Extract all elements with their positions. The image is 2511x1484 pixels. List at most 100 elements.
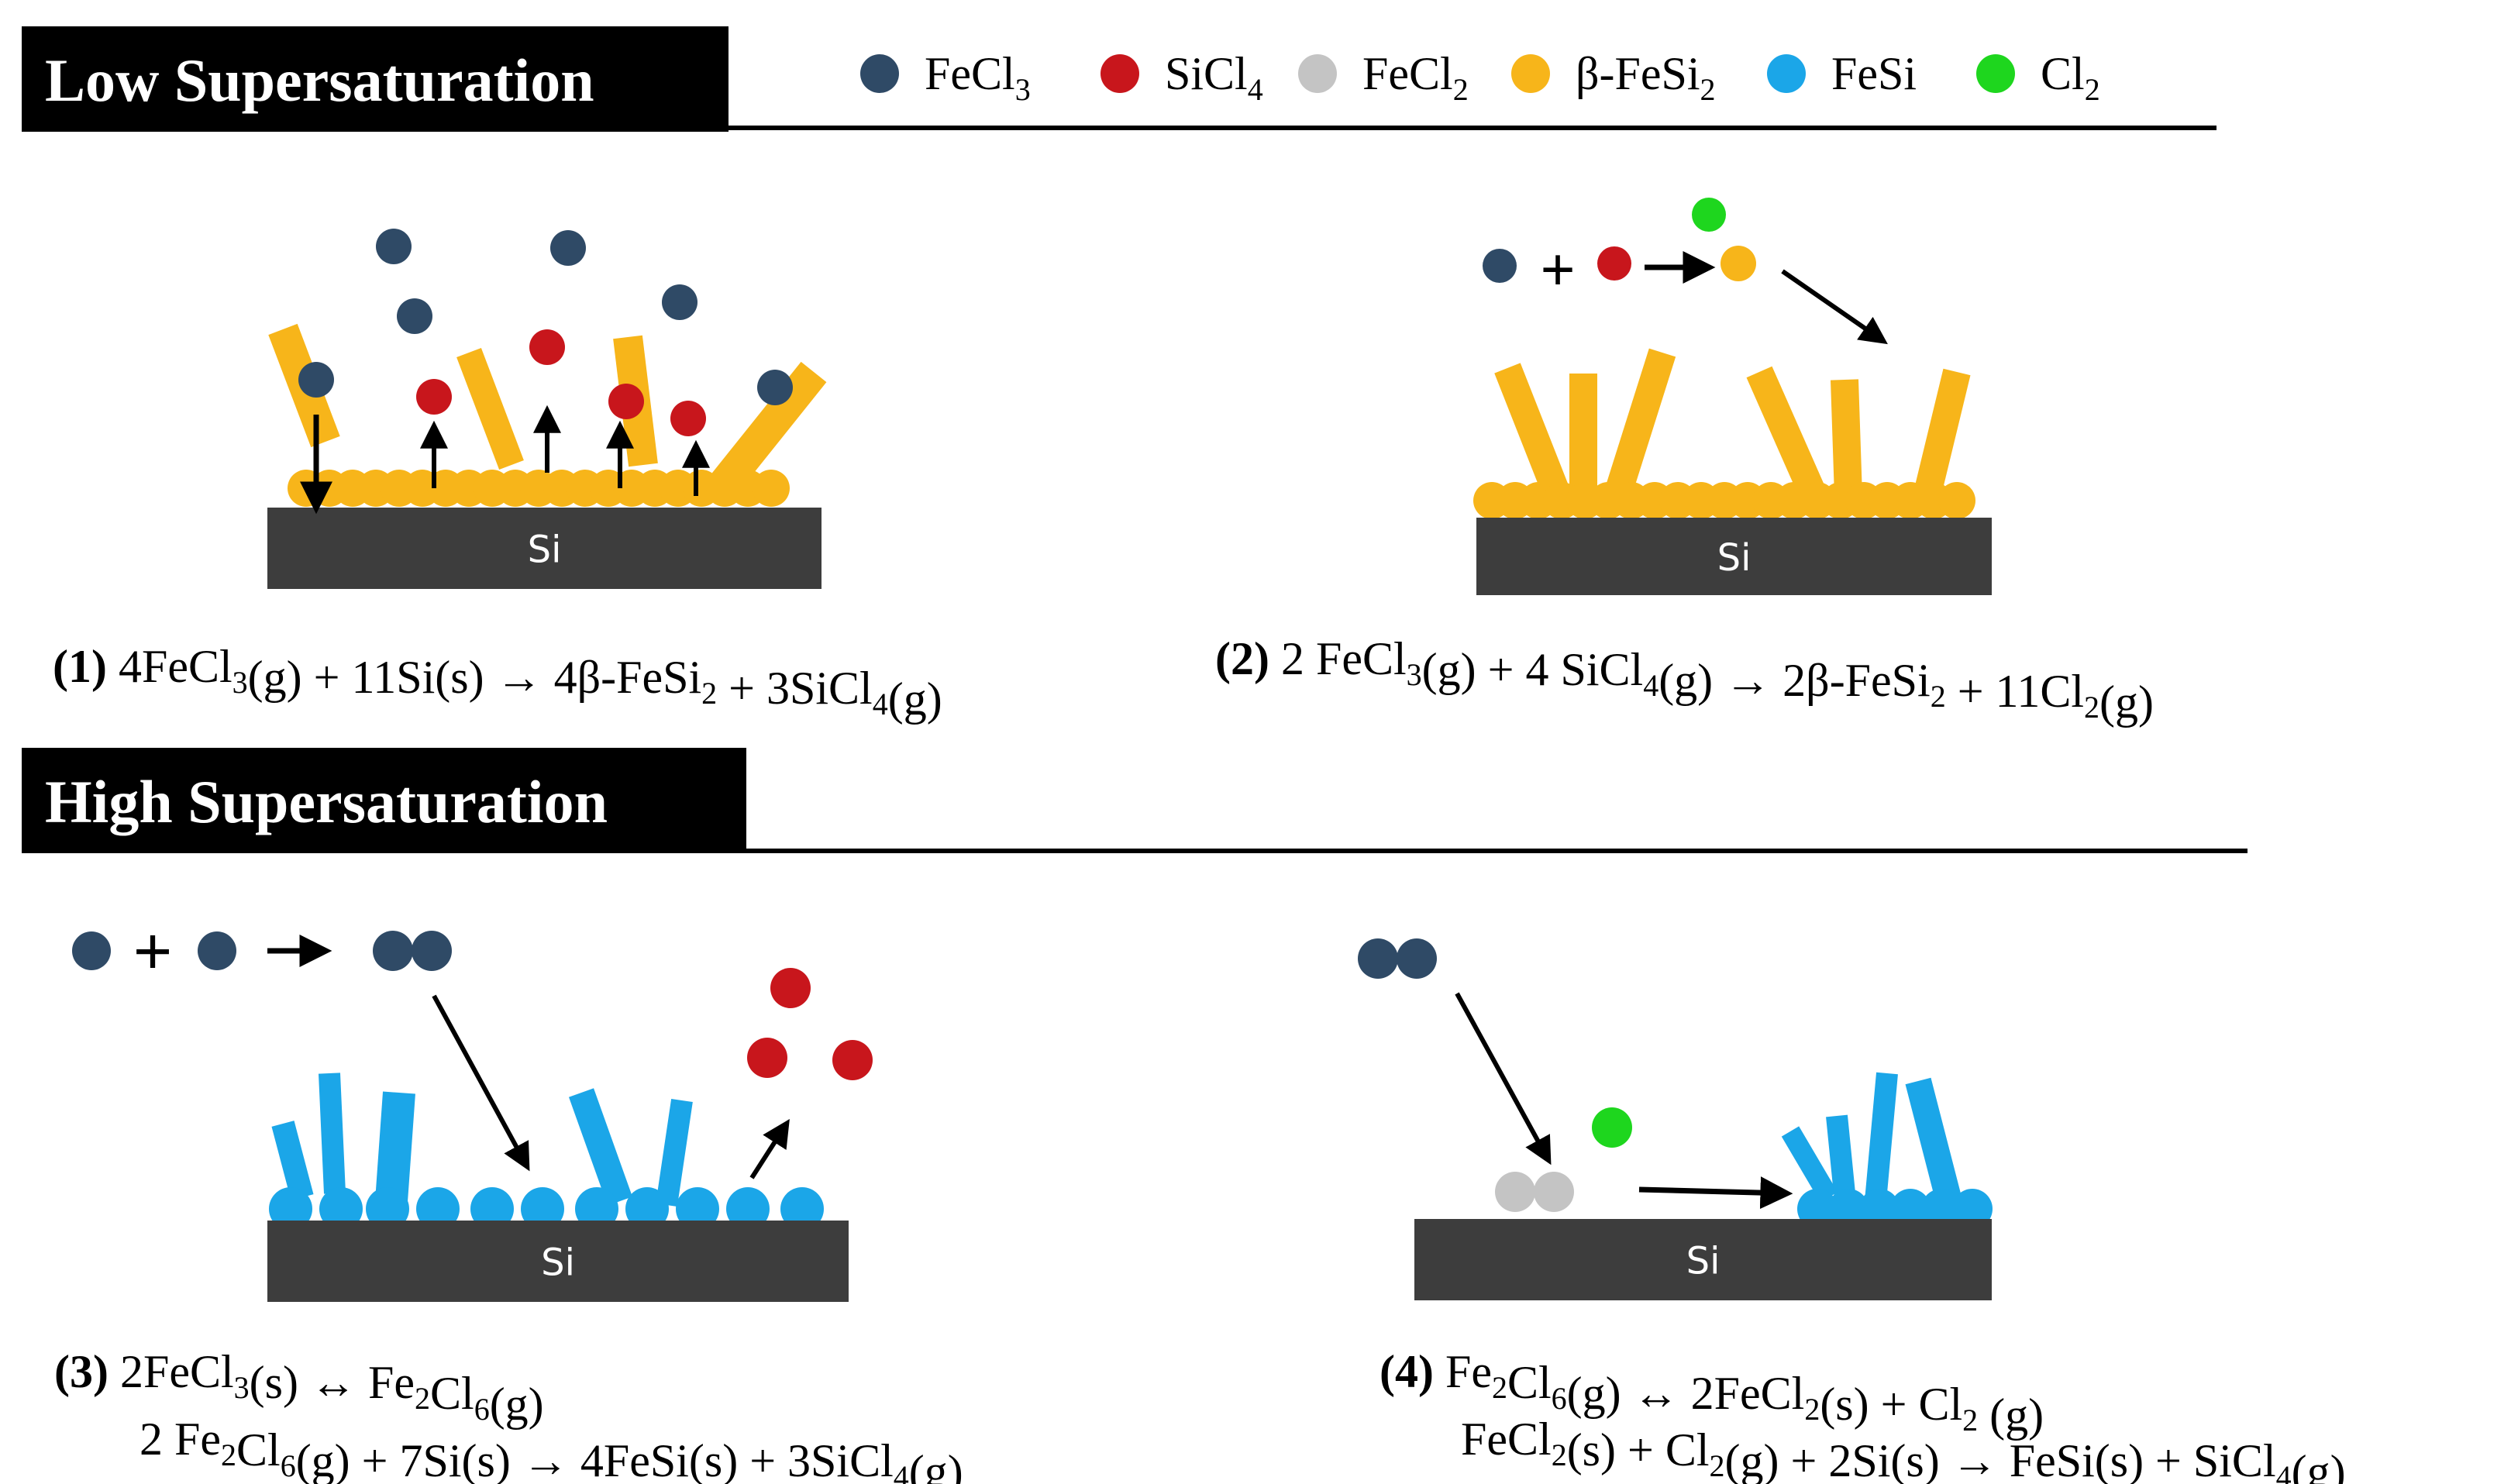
nanowire-rod <box>568 1088 633 1206</box>
legend-item-cl2: Cl2 <box>1976 48 2100 107</box>
sicl4-particle <box>416 379 452 415</box>
nanowire-rod <box>1912 368 1971 504</box>
legend-label-sicl4: SiCl4 <box>1165 48 1263 107</box>
legend-swatch-cl2 <box>1976 54 2015 93</box>
legend-item-fecl3: FeCl3 <box>860 48 1031 107</box>
fecl3-particle <box>198 931 236 970</box>
si-substrate-label: Si <box>541 1241 575 1285</box>
cl2-product <box>1692 198 1726 232</box>
equation-4a: (4) Fe2Cl6(g) ↔ 2FeCl2(s) + Cl2 (g) <box>1380 1346 2044 1441</box>
migration-arrow <box>1638 1176 1793 1210</box>
high-banner <box>22 748 746 853</box>
plus-sign: + <box>1540 236 1576 305</box>
fecl3-particle <box>376 229 412 264</box>
fecl3-particle <box>662 284 698 320</box>
legend-swatch-beta_fesi2 <box>1511 54 1550 93</box>
equation-3b: 2 Fe2Cl6(g) + 7Si(s) → 4FeSi(s) + 3SiCl4… <box>140 1413 963 1484</box>
nanowire-rod <box>1494 363 1571 501</box>
panel-4-high-fecl2-reaction: Si <box>1358 938 1993 1300</box>
fecl3-particle <box>72 931 111 970</box>
fecl2-particle <box>1495 1172 1535 1212</box>
panel-3-high-dimer-reaction: + Si <box>72 914 873 1302</box>
beta-fesi2-grain <box>1938 482 1975 519</box>
si-substrate <box>267 508 822 589</box>
nanowire-rod <box>1781 1126 1838 1203</box>
fecl3-particle <box>1483 249 1517 283</box>
nanowire-rod <box>1905 1077 1962 1205</box>
low-supersaturation-header: Low Supersaturation <box>22 26 2216 132</box>
nanowire-rod <box>1826 1114 1855 1195</box>
panel-2-low-gas-reaction: + Si <box>1473 198 1992 595</box>
fe2cl6-dimer-right <box>1397 938 1437 979</box>
si-substrate-label: Si <box>1686 1240 1720 1283</box>
equation-3a: (3) 2FeCl3(s) ↔ Fe2Cl6(g) <box>54 1346 544 1430</box>
fesi-grain <box>319 1187 363 1231</box>
legend-label-fecl3: FeCl3 <box>925 48 1031 107</box>
fesi-grain <box>521 1187 564 1231</box>
sicl4-particle <box>529 329 565 365</box>
beta-fesi2-grain <box>753 470 790 507</box>
fesi-film <box>1806 1197 1988 1221</box>
fecl3-particle <box>550 230 586 266</box>
plus-sign: + <box>133 914 172 990</box>
high-supersaturation-header: High Supersaturation <box>22 748 2248 853</box>
dimer-deposit-arrow <box>1455 992 1552 1166</box>
legend-label-fecl2: FeCl2 <box>1362 48 1469 107</box>
fesi-grain <box>676 1187 719 1231</box>
sicl4-particle <box>1597 246 1631 281</box>
fecl3-particle <box>757 370 793 405</box>
sicl4-particle <box>770 968 811 1008</box>
nanowire-rod <box>1865 1072 1898 1203</box>
nanowire-rod <box>1831 379 1862 497</box>
legend-swatch-fecl2 <box>1298 54 1337 93</box>
nanowire-rod <box>271 1121 314 1200</box>
panel-1-low-direct-reaction: Si <box>267 229 827 589</box>
fecl2-particle <box>1534 1172 1574 1212</box>
legend-item-fecl2: FeCl2 <box>1298 48 1469 107</box>
legend-swatch-fecl3 <box>860 54 899 93</box>
equations: (1) 4FeCl3(g) + 11Si(s) → 4β-FeSi2 + 3Si… <box>53 633 2346 1484</box>
fesi-grain <box>780 1187 824 1231</box>
legend: FeCl3 SiCl4 FeCl2 β-FeSi2 FeSi Cl2 <box>860 48 2100 107</box>
fecl3-particle <box>298 362 334 398</box>
equation-4b: FeCl2(s) + Cl2(g) + 2Si(s) → FeSi(s) + S… <box>1461 1413 2346 1484</box>
fesi-grain <box>366 1187 409 1231</box>
deposit-arrow <box>1781 269 1888 345</box>
equation-1: (1) 4FeCl3(g) + 11Si(s) → 4β-FeSi2 + 3Si… <box>53 641 942 725</box>
equation-2: (2) 2 FeCl3(g) + 4 SiCl4(g) → 2β-FeSi2 +… <box>1215 633 2154 728</box>
sicl4-particle <box>608 384 644 419</box>
si-substrate <box>1476 518 1992 595</box>
nanowire-rod <box>375 1091 415 1203</box>
fesi-grain <box>416 1187 460 1231</box>
si-substrate <box>267 1221 849 1302</box>
sicl4-particle <box>832 1040 873 1080</box>
legend-item-fesi: FeSi <box>1767 48 1917 99</box>
nanowire-rod <box>656 1098 693 1207</box>
legend-label-cl2: Cl2 <box>2041 48 2100 107</box>
legend-swatch-sicl4 <box>1100 54 1139 93</box>
fesi-grain <box>575 1187 618 1231</box>
low-title: Low Supersaturation <box>45 46 594 114</box>
nanowire-rod <box>456 347 524 470</box>
low-banner <box>22 26 728 132</box>
legend-item-sicl4: SiCl4 <box>1100 48 1263 107</box>
beta-fesi2-product <box>1720 246 1756 281</box>
fesi-grain <box>269 1187 312 1231</box>
nanowire-rod <box>319 1073 346 1194</box>
nanowire-rod <box>1602 348 1676 504</box>
fesi-grain <box>726 1187 770 1231</box>
legend-item-beta_fesi2: β-FeSi2 <box>1511 48 1716 107</box>
nanowire-rod <box>708 361 827 499</box>
legend-label-beta_fesi2: β-FeSi2 <box>1576 48 1716 107</box>
nanowire-rod <box>1746 366 1831 510</box>
fe2cl6-dimer-left <box>373 931 413 971</box>
fe2cl6-dimer-right <box>412 931 452 971</box>
fesi-grain <box>625 1187 669 1231</box>
fecl3-particle <box>397 298 432 334</box>
sicl4-release-arrow <box>749 1118 790 1179</box>
high-title: High Supersaturation <box>45 768 608 835</box>
si-substrate-label: Si <box>528 529 562 572</box>
legend-label-fesi: FeSi <box>1831 48 1917 99</box>
si-substrate-label: Si <box>1717 536 1752 580</box>
sicl4-particle <box>747 1038 787 1078</box>
